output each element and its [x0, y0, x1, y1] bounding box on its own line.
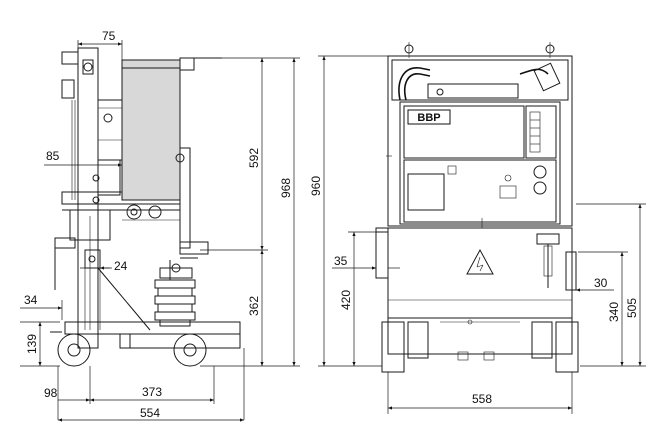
- side-frame: [54, 47, 181, 349]
- truck-base: [50, 267, 241, 367]
- dim-98: 98: [44, 386, 58, 400]
- dim-340: 340: [607, 302, 621, 322]
- front-top-frame: [387, 42, 573, 227]
- dim-554: 554: [140, 406, 160, 420]
- dim-34: 34: [24, 293, 38, 307]
- dim-592: 592: [247, 148, 261, 168]
- dim-30: 30: [594, 276, 608, 290]
- dim-75: 75: [102, 29, 116, 43]
- dim-960: 960: [309, 176, 323, 196]
- dim-558: 558: [472, 392, 492, 406]
- dim-35: 35: [334, 254, 348, 268]
- front-trolley: [375, 227, 579, 373]
- dim-968: 968: [279, 178, 293, 198]
- brand-logo-text: BBP: [417, 112, 440, 124]
- front-view: BBP: [309, 42, 646, 414]
- side-dimensions: 75 85 592 968 362 24 34 1: [20, 29, 300, 422]
- dim-505: 505: [625, 298, 639, 318]
- dim-373: 373: [142, 385, 162, 399]
- brand-logo: [407, 109, 451, 125]
- dim-85: 85: [46, 149, 60, 163]
- dim-24: 24: [114, 259, 128, 273]
- front-dimensions: 960 420 35 30 340 505 558: [309, 55, 646, 414]
- dim-420: 420: [339, 290, 353, 310]
- dim-139: 139: [25, 334, 39, 354]
- side-view: 75 85 592 968 362 24 34 1: [20, 29, 300, 422]
- front-panel: BBP: [386, 101, 561, 228]
- breaker-body: [121, 57, 222, 280]
- dim-362: 362: [247, 296, 261, 316]
- insulator: [154, 267, 196, 327]
